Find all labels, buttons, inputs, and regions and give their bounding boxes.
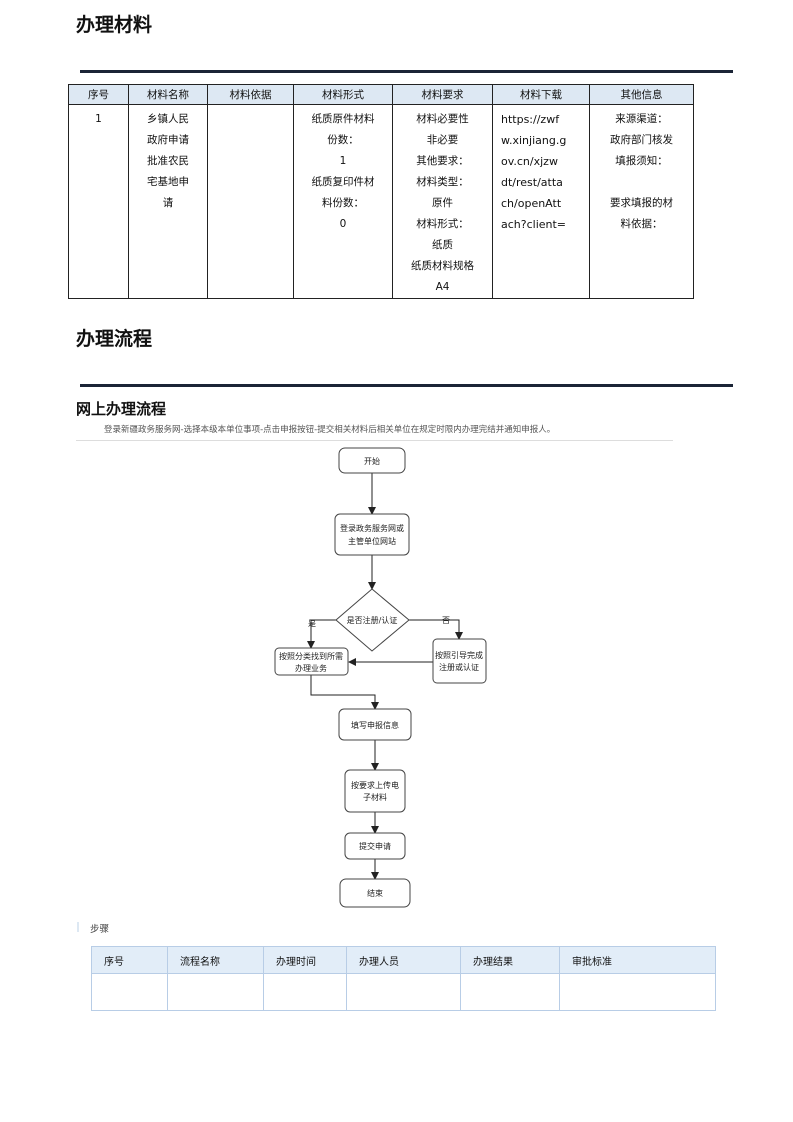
cell-other: 来源渠道： 政府部门核发填报须知： 要求填报的材料依据： <box>589 104 694 299</box>
steps-header-time: 办理时间 <box>263 946 347 974</box>
end-node <box>339 878 411 908</box>
cell-line: ach?client= <box>501 218 567 231</box>
table-row <box>91 973 716 1011</box>
steps-marker <box>77 922 79 932</box>
flowchart: 开始 登录政务服务网或 主管单位网站 是否注册/认证 是 否 按照分类找到所需 … <box>274 447 487 908</box>
steps-cell <box>460 973 560 1011</box>
steps-header-staff: 办理人员 <box>346 946 461 974</box>
cell-line: 非必要 <box>426 134 459 146</box>
cell-line: 要求填报的材 <box>610 197 673 209</box>
steps-cell <box>559 973 716 1011</box>
login-label: 主管单位网站 <box>348 536 396 546</box>
steps-cell <box>91 973 168 1011</box>
yes-label: 是 <box>308 619 316 628</box>
header-download: 材料下载 <box>492 84 590 105</box>
header-form: 材料形式 <box>293 84 393 105</box>
section-divider <box>80 384 733 387</box>
steps-header-row: 序号 流程名称 办理时间 办理人员 办理结果 审批标准 <box>91 946 716 974</box>
upload-label: 子材料 <box>363 792 387 802</box>
submit-node <box>344 832 406 860</box>
cell-line: 乡镇人民 <box>147 113 189 125</box>
cell-basis <box>207 104 294 299</box>
guide-register-node <box>432 638 487 684</box>
table-row: 1 乡镇人民政府申请批准农民宅基地申请 纸质原件材料份数： 1 纸质复印件材料份数：… <box>68 104 694 299</box>
flow-arrow <box>307 619 336 649</box>
header-basis: 材料依据 <box>207 84 294 105</box>
cell-line: 来源渠道： <box>615 113 668 125</box>
cell-line: 宅基地申 <box>147 176 189 188</box>
cell-line: w.xinjiang.g <box>501 134 567 147</box>
cell-download[interactable]: https://zwf w.xinjiang.g ov.cn/xjzw dt/rest… <box>492 104 590 299</box>
steps-header-index: 序号 <box>91 946 168 974</box>
cell-line: A4 <box>435 281 450 293</box>
cell-line: 其他要求： <box>416 155 469 167</box>
login-node <box>334 513 410 556</box>
materials-header-row: 序号 材料名称 材料依据 材料形式 材料要求 材料下载 其他信息 <box>68 84 694 105</box>
section-title-materials: 办理材料 <box>76 14 153 36</box>
cell-line: 批准农民 <box>147 155 189 167</box>
steps-table: 序号 流程名称 办理时间 办理人员 办理结果 审批标准 <box>91 946 716 1011</box>
header-other: 其他信息 <box>589 84 694 105</box>
cell-line: 材料类型： <box>416 176 469 188</box>
start-label: 开始 <box>364 456 380 466</box>
section-title-process: 办理流程 <box>76 328 153 350</box>
steps-header-result: 办理结果 <box>460 946 560 974</box>
intro-divider <box>76 440 673 441</box>
find-business-node <box>274 647 349 676</box>
cell-name: 乡镇人民政府申请批准农民宅基地申请 <box>128 104 208 299</box>
cell-line: 纸质材料规格 <box>411 260 474 272</box>
decision-label: 是否注册/认证 <box>347 615 398 625</box>
steps-header-name: 流程名称 <box>167 946 264 974</box>
decision-node <box>335 588 410 652</box>
login-label: 登录政务服务网或 <box>340 523 404 533</box>
steps-label: 步骤 <box>90 924 110 935</box>
steps-header-standard: 审批标准 <box>559 946 716 974</box>
cell-line: dt/rest/atta <box>501 176 563 189</box>
cell-line: 材料形式： <box>416 218 469 230</box>
section-divider <box>80 70 733 73</box>
cell-line: 政府部门核发 <box>610 134 673 146</box>
upload-label: 按要求上传电 <box>351 780 399 790</box>
flow-arrow <box>310 675 379 710</box>
online-process-intro: 登录新疆政务服务网-选择本级本单位事项-点击申报按钮-提交相关材料后相关单位在规… <box>104 425 556 435</box>
cell-line: 纸质 <box>432 239 453 251</box>
start-node <box>338 447 406 474</box>
online-process-title: 网上办理流程 <box>76 400 167 418</box>
upload-node <box>344 769 406 813</box>
cell-form: 纸质原件材料份数： 1 纸质复印件材料份数： 0 <box>293 104 393 299</box>
header-requirement: 材料要求 <box>392 84 493 105</box>
submit-label: 提交申请 <box>359 841 391 851</box>
no-label: 否 <box>442 616 450 625</box>
cell-line: https://zwf <box>501 113 560 126</box>
cell-line: 填报须知： <box>615 155 668 167</box>
end-label: 结束 <box>367 888 383 898</box>
cell-line: 1 <box>95 113 102 125</box>
cell-line: 料依据： <box>620 218 663 230</box>
steps-cell <box>167 973 264 1011</box>
header-name: 材料名称 <box>128 84 208 105</box>
guide-register-label: 注册或认证 <box>439 662 479 672</box>
flow-arrow <box>409 619 463 640</box>
cell-line: 0 <box>339 218 347 230</box>
steps-cell <box>346 973 461 1011</box>
find-business-label: 按照分类找到所需 <box>279 651 343 661</box>
cell-line: ch/openAtt <box>501 197 562 210</box>
fill-info-label: 填写申报信息 <box>351 720 399 730</box>
materials-table: 序号 材料名称 材料依据 材料形式 材料要求 材料下载 其他信息 1 乡镇人民政… <box>68 84 694 299</box>
cell-line: 材料必要性 <box>416 113 469 125</box>
cell-line: 原件 <box>432 197 453 209</box>
cell-requirement: 材料必要性非必要其他要求： 材料类型： 原件材料形式： 纸质纸质材料规格 A4 <box>392 104 493 299</box>
fill-info-node <box>338 708 412 741</box>
guide-register-label: 按照引导完成 <box>435 650 483 660</box>
cell-line: 纸质复印件材 <box>311 176 375 188</box>
cell-line: 份数： <box>327 134 359 146</box>
cell-line: 纸质原件材料 <box>311 113 375 125</box>
cell-line: 料份数： <box>322 197 364 209</box>
cell-line: 1 <box>339 155 347 167</box>
steps-cell <box>263 973 347 1011</box>
cell-line: 请 <box>162 197 174 209</box>
cell-line: ov.cn/xjzw <box>501 155 558 168</box>
find-business-label: 办理业务 <box>295 663 327 673</box>
cell-line: 政府申请 <box>147 134 189 146</box>
